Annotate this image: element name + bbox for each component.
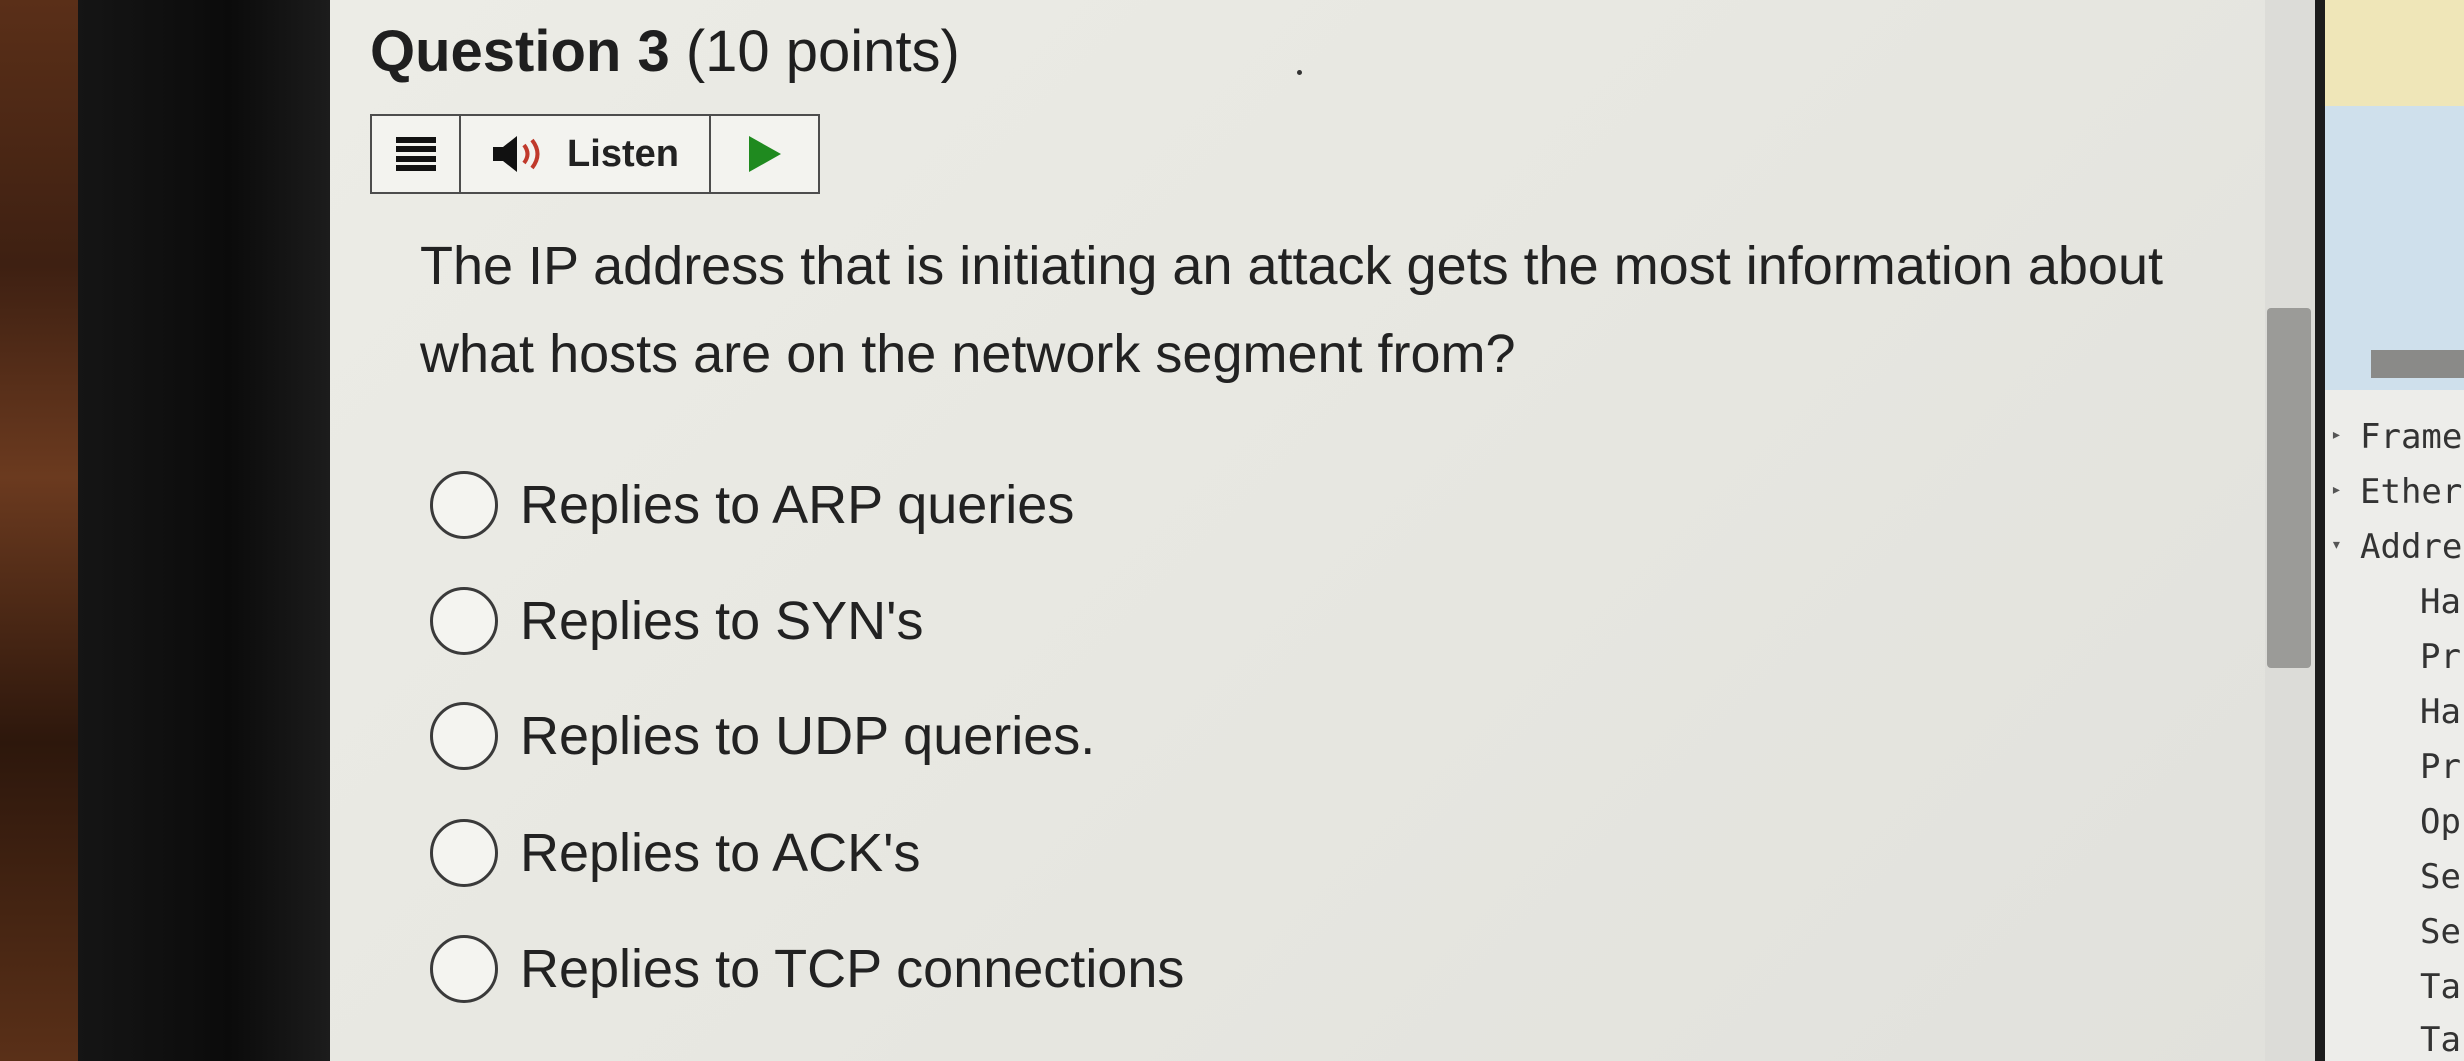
- question-title: Question 3 (10 points): [370, 18, 960, 85]
- field-row[interactable]: Op: [2420, 802, 2461, 842]
- tree-item-ethernet[interactable]: Ether: [2360, 472, 2463, 512]
- answer-label: Replies to SYN's: [520, 591, 924, 651]
- field-row[interactable]: Ha: [2420, 692, 2461, 732]
- packet-details-panel: ▸ Frame ▸ Ether ▾ Addre Ha Pr Ha Pr Op S…: [2325, 0, 2464, 1061]
- answer-label: Replies to ARP queries: [520, 475, 1075, 535]
- speaker-icon: [493, 136, 540, 172]
- field-row[interactable]: Ha: [2420, 582, 2461, 622]
- collapse-arrow-icon[interactable]: ▾: [2331, 534, 2342, 555]
- menu-button[interactable]: [372, 116, 461, 192]
- radio-button[interactable]: [430, 471, 498, 539]
- field-row[interactable]: Se: [2420, 912, 2461, 952]
- answer-label: Replies to TCP connections: [520, 939, 1185, 999]
- tree-item-frame[interactable]: Frame: [2360, 417, 2463, 457]
- answer-label: Replies to UDP queries.: [520, 706, 1096, 766]
- radio-button[interactable]: [430, 935, 498, 1003]
- field-row[interactable]: Se: [2420, 857, 2461, 897]
- radio-button[interactable]: [430, 819, 498, 887]
- answer-option[interactable]: Replies to ARP queries: [430, 465, 1074, 545]
- tree-item-address[interactable]: Addre: [2360, 527, 2463, 567]
- field-row[interactable]: Ta: [2420, 967, 2461, 1007]
- panel-selected-area: [2325, 106, 2464, 390]
- play-button[interactable]: [711, 116, 818, 192]
- answer-option[interactable]: Replies to TCP connections: [430, 929, 1184, 1009]
- monitor-bezel: [78, 0, 330, 1061]
- panel-header-strip: [2325, 0, 2464, 106]
- expand-arrow-icon[interactable]: ▸: [2331, 424, 2342, 445]
- quiz-screen: Question 3 (10 points) Listen The IP add…: [330, 0, 2265, 1061]
- field-row[interactable]: Pr: [2420, 747, 2461, 787]
- question-text: The IP address that is initiating an att…: [420, 236, 2163, 384]
- field-row[interactable]: Pr: [2420, 637, 2461, 677]
- answer-option[interactable]: Replies to SYN's: [430, 581, 923, 661]
- radio-button[interactable]: [430, 702, 498, 770]
- hamburger-menu-icon: [395, 137, 436, 171]
- read-aloud-toolbar: Listen: [370, 114, 820, 194]
- listen-button[interactable]: Listen: [461, 116, 711, 192]
- field-row[interactable]: Ta: [2420, 1020, 2461, 1060]
- question-number: Question 3: [370, 19, 670, 84]
- screen-speck: [1297, 70, 1302, 75]
- panel-separator: [2371, 350, 2464, 378]
- background-desk: [0, 0, 80, 1061]
- answer-option[interactable]: Replies to UDP queries.: [430, 696, 1095, 776]
- radio-button[interactable]: [430, 587, 498, 655]
- answer-option[interactable]: Replies to ACK's: [430, 813, 921, 893]
- window-divider: [2315, 0, 2325, 1061]
- listen-label: Listen: [567, 132, 679, 175]
- question-points: (10 points): [685, 19, 960, 84]
- answer-label: Replies to ACK's: [520, 823, 921, 883]
- play-icon: [748, 136, 781, 172]
- expand-arrow-icon[interactable]: ▸: [2331, 479, 2342, 500]
- scrollbar-thumb[interactable]: [2267, 308, 2311, 668]
